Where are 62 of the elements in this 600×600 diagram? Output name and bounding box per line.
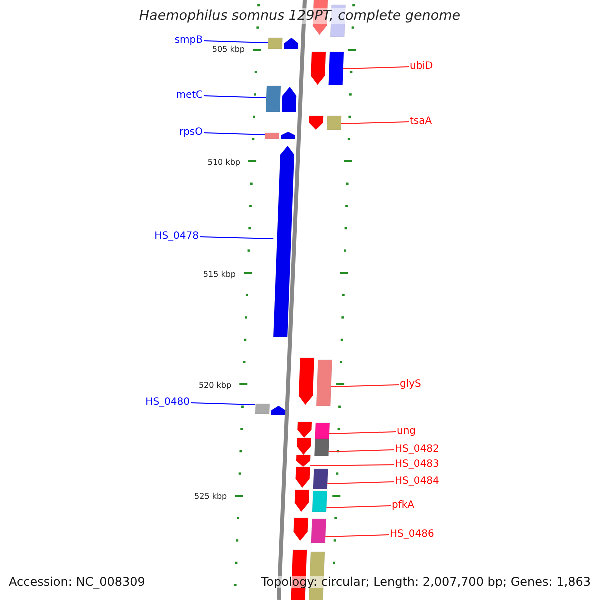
leader-line [327,482,394,484]
scale-label: 525 kbp [194,493,228,501]
gene-label: HS_0482 [395,445,440,455]
leader-line [342,66,410,70]
leader-line [310,464,394,466]
gene-feature-box [316,360,333,406]
gene-label: ubiD [410,62,434,72]
gene-feature-shape [271,406,286,416]
gene-feature-shape [297,422,312,438]
gene-feature-shape [294,518,309,542]
leader-line [330,384,400,388]
gene-feature-shape [282,86,297,112]
gene-label: metC [176,91,203,101]
gene-label: HS_0480 [146,398,190,408]
scale-label: 510 kbp [208,159,240,167]
leader-line [326,506,392,508]
gene-feature-shape [296,466,311,488]
leader-line [204,96,266,98]
scale-label: 505 kbp [212,46,245,54]
gene-feature-shape [284,38,299,50]
leader-line [204,40,269,44]
leader-line [325,534,390,538]
gene-feature-shape [310,52,326,86]
gene-feature-box [314,438,330,456]
gene-label: HS_0484 [395,477,440,487]
diagram-title: Haemophilus somnus 129PT, complete genome [138,10,462,24]
gene-feature-box [326,116,342,130]
leader-line [190,402,256,406]
gene-label: HS_0478 [154,232,199,242]
gene-feature-shape [298,358,315,406]
gene-label: HS_0483 [395,460,440,470]
gene-label: pfkA [392,501,414,511]
gene-feature-shape [273,146,295,338]
gene-feature-box [266,86,282,112]
gene-label: HS_0486 [390,530,434,540]
gene-feature-box [268,38,283,50]
scale-label: 515 kbp [203,271,236,279]
gene-feature-shape [296,438,312,456]
gene-label: tsaA [410,117,432,127]
leader-line [200,236,274,240]
gene-feature-box [255,404,270,414]
gene-feature-box [264,132,280,140]
gene-feature-shape [296,454,311,468]
accession-text: Accession: NC_008309 [9,576,146,588]
gene-feature-box [315,422,330,440]
gene-feature-box [328,52,344,86]
gene-feature-shape [294,490,310,512]
genome-stats-text: Topology: circular; Length: 2,007,700 bp; Genes: 1,863 [261,576,591,588]
leader-line [328,432,396,434]
gene-label: smpB [174,36,203,46]
gene-feature-box [312,490,328,512]
gene-label: glyS [400,380,422,390]
gene-feature-box [311,518,327,544]
leader-line [204,132,266,136]
gene-label: rpsO [179,128,203,138]
gene-feature-shape [280,132,296,140]
leader-line [340,122,410,124]
gene-feature-shape [309,116,324,130]
gene-label: ung [397,427,416,437]
scale-label: 520 kbp [198,382,232,390]
gene-feature-box [313,468,328,490]
leader-line [328,450,394,452]
